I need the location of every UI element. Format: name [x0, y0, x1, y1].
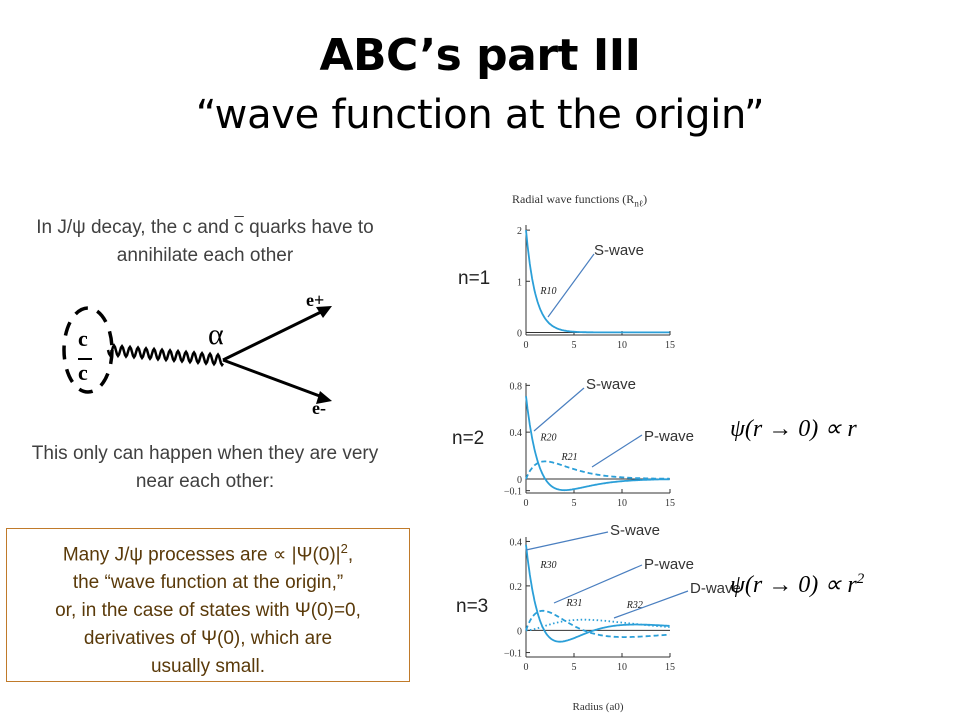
box-line-1: Many J/ψ processes are ∝ |Ψ(0)|2,	[62, 541, 354, 566]
y-tick-label: 0.8	[510, 381, 523, 392]
y-tick-label: 0.4	[510, 428, 523, 439]
arrow-down-icon	[316, 391, 332, 404]
p-wave-label-n3: P-wave	[644, 556, 695, 573]
electron-minus-line	[222, 358, 326, 400]
y-tick-label: 0.4	[510, 537, 523, 548]
pointer-line	[553, 564, 643, 604]
quark-top: c	[78, 326, 88, 351]
slide-title: ABC’s part III	[319, 30, 641, 81]
y-tick-label: 2	[517, 226, 522, 237]
anti-quark-c: c	[234, 217, 244, 238]
x-tick-label: 15	[665, 498, 675, 509]
curve-label: R20	[539, 432, 556, 443]
s-wave-label-n1: S-wave	[594, 242, 645, 259]
box-line-2: the “wave function at the origin,”	[72, 572, 344, 594]
intro-text: In J/ψ decay, the c and c quarks have to…	[36, 217, 374, 266]
pointer-line	[547, 253, 595, 318]
curve-label: R10	[539, 286, 556, 297]
curve-label: R32	[626, 600, 643, 611]
curve-label: R30	[539, 560, 556, 571]
n1-label: n=1	[458, 268, 491, 289]
x-tick-label: 0	[524, 498, 529, 509]
n3-label: n=3	[456, 596, 489, 617]
box-line-3: or, in the case of states with Ψ(0)=0,	[55, 600, 361, 622]
box-line-4: derivatives of Ψ(0), which are	[83, 628, 333, 650]
pointer-line	[525, 531, 609, 551]
p-wave-label-n2: P-wave	[644, 428, 695, 445]
s-wave-label-n2: S-wave	[586, 376, 637, 393]
d-wave-label-n3: D-wave	[690, 580, 741, 597]
formula-n2: ψ(r → 0) ∝ r	[730, 416, 857, 442]
x-tick-label: 10	[617, 662, 627, 673]
s-wave-label-n3: S-wave	[610, 522, 661, 539]
plots-header: Radial wave functions (Rnℓ)	[512, 192, 648, 209]
y-tick-label: −0.1	[504, 487, 522, 498]
quark-bottom: c	[78, 360, 88, 385]
wave-curve	[525, 609, 670, 638]
wave-curve	[525, 396, 670, 492]
wave-curve	[525, 460, 670, 480]
pointer-line	[591, 434, 643, 468]
x-tick-label: 10	[617, 340, 627, 351]
coupling-alpha: α	[208, 318, 224, 351]
electron-plus-line	[222, 308, 326, 362]
x-tick-label: 0	[524, 340, 529, 351]
wave-curve	[525, 230, 670, 334]
y-tick-label: 0	[517, 626, 522, 637]
x-tick-label: 5	[572, 498, 577, 509]
y-tick-label: 1	[517, 277, 522, 288]
x-tick-label: 10	[617, 498, 627, 509]
processes-box: Many J/ψ processes are ∝ |Ψ(0)|2, the “w…	[6, 528, 410, 682]
electron-minus-label: e-	[312, 398, 326, 418]
y-tick-label: 0	[517, 475, 522, 486]
x-tick-label: 15	[665, 340, 675, 351]
pointer-line	[533, 387, 585, 432]
slide-subtitle: “wave function at the origin”	[195, 92, 765, 138]
photon-line	[106, 343, 225, 368]
curve-label: R31	[565, 598, 582, 609]
n2-label: n=2	[452, 428, 485, 449]
y-tick-label: 0	[517, 328, 522, 339]
quark-pair-outline	[62, 306, 114, 394]
x-tick-label: 5	[572, 340, 577, 351]
electron-plus-label: e+	[306, 290, 324, 310]
curve-label: R21	[561, 452, 578, 463]
feynman-diagram: c c α e+ e-	[62, 290, 332, 418]
arrow-up-icon	[316, 306, 332, 318]
radius-axis-label: Radius (a0)	[572, 701, 623, 713]
x-tick-label: 5	[572, 662, 577, 673]
near-text: This only can happen when they are very …	[31, 443, 379, 492]
x-tick-label: 0	[524, 662, 529, 673]
wave-curve	[526, 618, 670, 632]
formula-n3: ψ(r → 0) ∝ r2	[730, 571, 865, 598]
box-line-5: usually small.	[150, 656, 266, 678]
x-tick-label: 15	[665, 662, 675, 673]
y-tick-label: −0.1	[504, 649, 522, 660]
pointer-line	[613, 590, 689, 619]
y-tick-label: 0.2	[510, 582, 523, 593]
